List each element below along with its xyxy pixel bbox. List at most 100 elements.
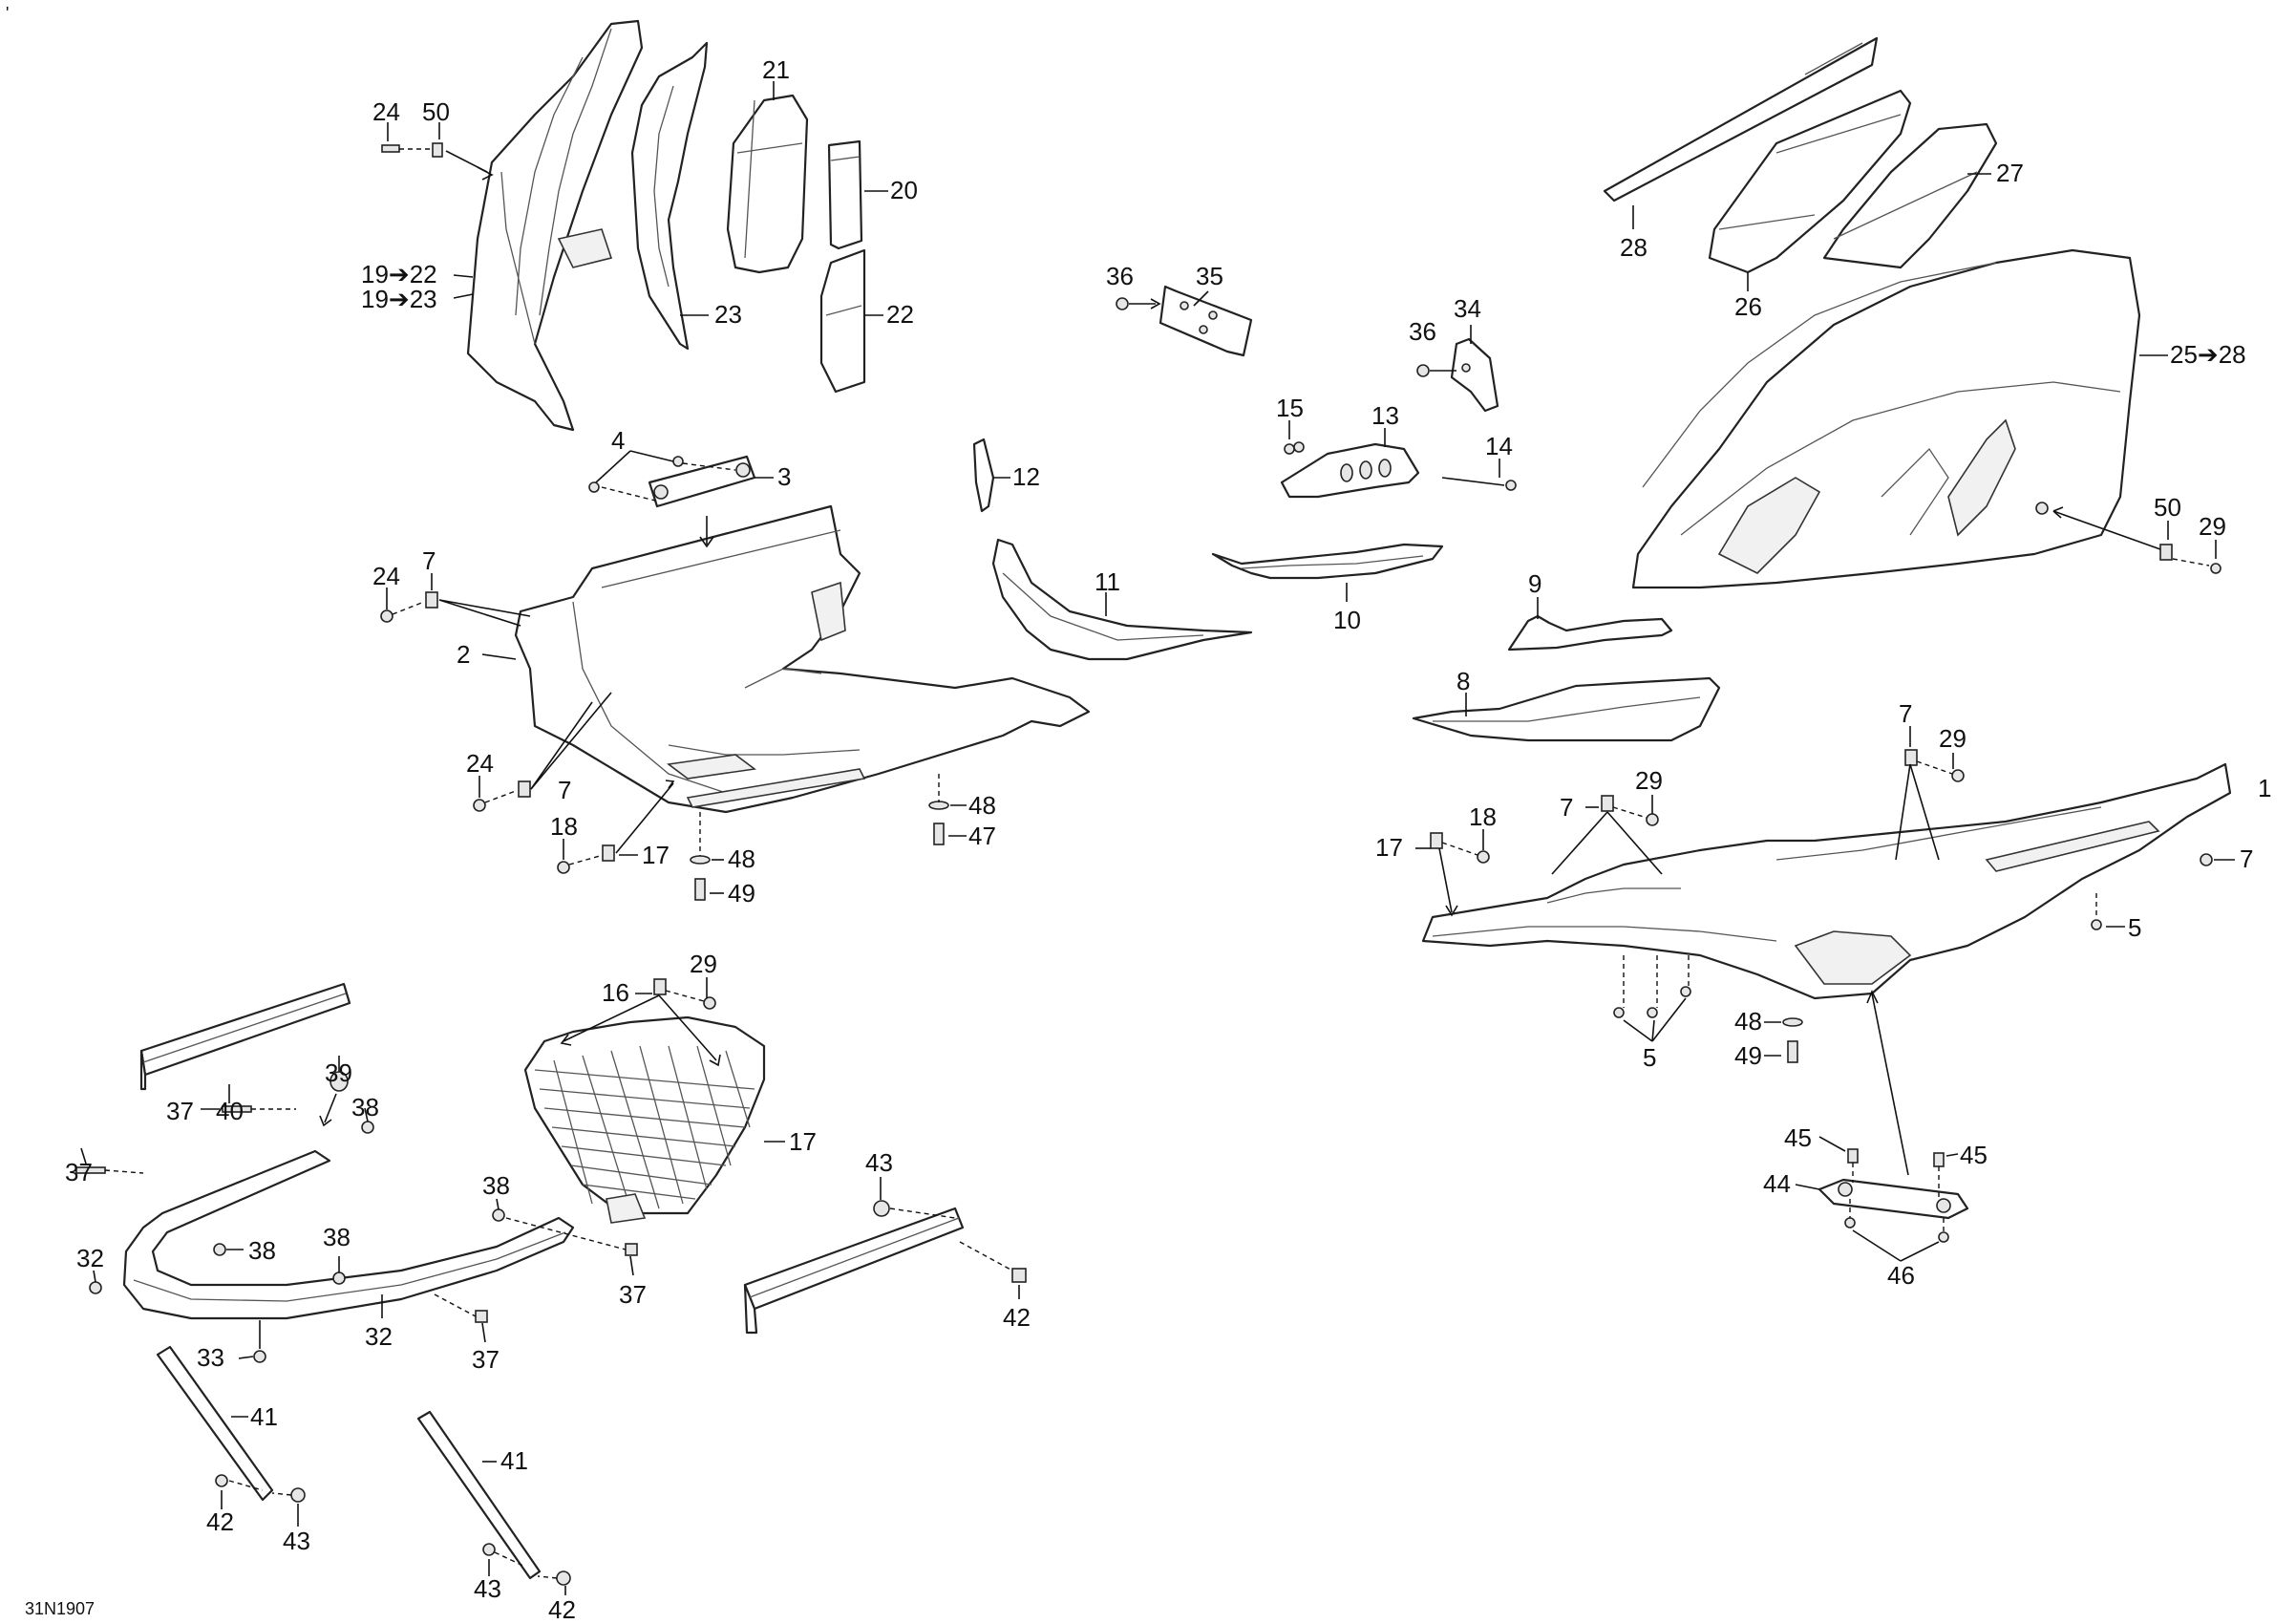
callout-47: 47	[968, 822, 996, 850]
callout-38: 38	[323, 1223, 351, 1251]
callout-34: 34	[1454, 294, 1481, 323]
callout-49: 49	[1734, 1041, 1762, 1070]
bracket-12	[972, 438, 995, 513]
bumper-32	[122, 1149, 575, 1320]
callout-29: 29	[690, 950, 717, 978]
callout-7: 7	[422, 546, 436, 575]
callout-48: 48	[728, 844, 755, 873]
grille-17	[523, 1015, 766, 1224]
panel-10	[1211, 543, 1444, 580]
callout-45: 45	[1784, 1123, 1812, 1152]
insert-21	[726, 94, 809, 274]
callout-32: 32	[365, 1322, 393, 1351]
callout-17: 17	[1375, 833, 1403, 862]
callout-29: 29	[2199, 512, 2226, 541]
hood-25	[1631, 248, 2141, 589]
callout-18: 18	[550, 812, 578, 841]
callout-39: 39	[325, 1058, 352, 1087]
corner-mark: '	[6, 4, 9, 23]
callout-43: 43	[865, 1148, 893, 1177]
callout-38: 38	[351, 1093, 379, 1122]
callout-38: 38	[482, 1171, 510, 1200]
callout-45: 45	[1960, 1141, 1988, 1169]
callout-50: 50	[2154, 493, 2181, 522]
callout-38: 38	[248, 1236, 276, 1265]
bracket-34	[1450, 337, 1499, 413]
callout-12: 12	[1012, 462, 1040, 491]
callout-24: 24	[466, 749, 494, 778]
callout-8: 8	[1456, 667, 1470, 695]
callout-48: 48	[968, 791, 996, 820]
callout-37: 37	[166, 1097, 194, 1125]
bracket-35	[1159, 285, 1253, 357]
panel-28	[1603, 36, 1879, 203]
strut-41-left	[156, 1345, 274, 1502]
insert-22	[819, 248, 866, 394]
callout-33: 33	[197, 1343, 224, 1372]
callout-43: 43	[283, 1527, 310, 1555]
callout-2: 2	[457, 640, 470, 669]
callout-19-22: 19➔22	[361, 260, 437, 288]
callout-7: 7	[558, 776, 571, 804]
callout-29: 29	[1939, 724, 1966, 753]
panel-8	[1412, 676, 1721, 742]
callout-labels: 24 50 21 20 19➔22 19➔23 23 22 4 3 12 36 …	[65, 55, 2271, 1624]
bolt-14	[1441, 477, 1517, 491]
hardware-and-leaders	[75, 81, 2235, 1595]
callout-29: 29	[1635, 766, 1663, 795]
callout-25-28: 25➔28	[2170, 340, 2246, 369]
callout-11: 11	[1095, 567, 1120, 596]
callout-9: 9	[1528, 569, 1541, 598]
callout-46: 46	[1887, 1261, 1915, 1290]
panel-9	[1507, 614, 1673, 652]
callout-7: 7	[1560, 793, 1573, 822]
callout-16: 16	[602, 978, 629, 1007]
callout-5: 5	[2128, 913, 2141, 942]
callout-42: 42	[548, 1595, 576, 1624]
rail-top-left	[139, 982, 351, 1091]
callout-22: 22	[886, 300, 914, 329]
insert-20	[827, 139, 863, 250]
callout-7: 7	[1899, 699, 1912, 728]
callout-5: 5	[1643, 1043, 1656, 1072]
callout-41: 41	[250, 1402, 278, 1431]
rail-right	[743, 1207, 965, 1335]
callout-24: 24	[372, 97, 400, 126]
callout-17: 17	[789, 1127, 817, 1156]
callout-7: 7	[2240, 844, 2253, 873]
callout-13: 13	[1371, 401, 1399, 430]
belly-pan-1	[1421, 762, 2232, 1000]
callout-32: 32	[76, 1244, 104, 1272]
callout-23: 23	[714, 300, 742, 329]
callout-35: 35	[1196, 262, 1223, 290]
callout-37: 37	[619, 1280, 647, 1309]
callout-1: 1	[2258, 774, 2271, 802]
callout-36: 36	[1409, 317, 1436, 346]
callout-37: 37	[65, 1158, 93, 1186]
bracket-3	[648, 455, 756, 508]
panel-26	[1708, 89, 1912, 274]
callout-19-23: 19➔23	[361, 285, 437, 313]
callout-43: 43	[474, 1574, 501, 1603]
callout-49: 49	[728, 879, 755, 908]
callout-50: 50	[422, 97, 450, 126]
panel-27	[1822, 122, 1998, 269]
callout-21: 21	[762, 55, 790, 84]
callout-18: 18	[1469, 802, 1497, 831]
belly-pan-2	[514, 504, 1091, 814]
callout-42: 42	[206, 1507, 234, 1536]
callout-10: 10	[1333, 606, 1361, 634]
callout-27: 27	[1996, 159, 2024, 187]
callout-42: 42	[1003, 1303, 1031, 1332]
callout-14: 14	[1485, 432, 1513, 460]
skid-plate-44	[1818, 1178, 1969, 1220]
side-panel-23	[630, 41, 709, 351]
callout-20: 20	[890, 176, 918, 204]
callout-17: 17	[642, 841, 670, 869]
callout-36: 36	[1106, 262, 1134, 290]
side-panel-19	[466, 19, 644, 432]
grille-mesh	[534, 1045, 755, 1209]
callout-4: 4	[611, 426, 625, 455]
figure-code: 31N1907	[25, 1599, 95, 1618]
